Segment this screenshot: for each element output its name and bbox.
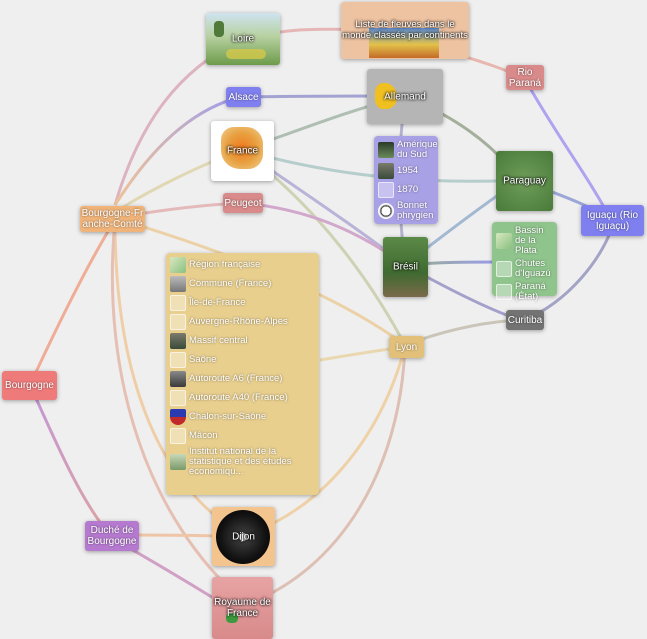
building-thumbnail [170, 454, 186, 470]
item-label: Auvergne-Rhône-Alpes [189, 316, 288, 327]
landscape-thumbnail [378, 142, 394, 158]
map-thumbnail [170, 257, 186, 273]
node-curitiba[interactable]: Curitiba [506, 310, 544, 330]
placeholder-image-icon [170, 390, 186, 406]
edge [113, 219, 243, 537]
france-group-item[interactable]: Chalon-sur-Saône [170, 409, 315, 425]
france-group-item[interactable]: Île-de-France [170, 295, 315, 311]
france-group-item[interactable]: Massif central [170, 333, 315, 349]
iguazu-group-item[interactable]: Paraná (État) [496, 282, 553, 302]
node-bourgogne-franche-comte[interactable]: Bourgogne-Franche-Comté [80, 206, 145, 232]
placeholder-image-icon [496, 284, 512, 300]
item-label: Paraná (État) [515, 281, 546, 302]
map-thumbnail [226, 613, 238, 623]
bresil-group-item[interactable]: Amérique du Sud [378, 139, 438, 160]
edge [28, 219, 117, 386]
item-label: 1870 [397, 184, 419, 195]
france-group-item[interactable]: Région française [170, 257, 315, 273]
node-royaume-de-france[interactable]: Royaume de France [212, 577, 273, 639]
placeholder-image-icon [496, 261, 512, 277]
flower-field [226, 49, 266, 59]
node-peugeot[interactable]: Peugeot [223, 193, 263, 213]
node-dijon[interactable]: Dijon [212, 507, 275, 566]
iguazu-group-item[interactable]: Bassin de la Plata [496, 226, 553, 256]
edge [110, 219, 243, 602]
node-bresil[interactable]: Brésil [383, 237, 428, 297]
vinyl-record-icon [216, 510, 270, 564]
item-label: Chalon-sur-Saône [189, 411, 267, 422]
item-label: Commune (France) [189, 278, 272, 289]
item-label: Saône [189, 354, 217, 365]
item-label: Île-de-France [189, 297, 246, 308]
map-thumbnail [375, 83, 397, 109]
node-france[interactable]: France [211, 121, 274, 181]
placeholder-image-icon [170, 295, 186, 311]
placeholder-image-icon [170, 428, 186, 444]
photo-thumbnail [378, 163, 394, 179]
node-bourgogne[interactable]: Bourgogne [2, 371, 57, 400]
map-thumbnail [496, 233, 512, 249]
item-label: Autoroute A6 (France) [189, 373, 283, 384]
node-duche-de-bourgogne[interactable]: Duché de Bourgogne [85, 521, 139, 551]
item-label: Chutes d'Iguazú [515, 258, 551, 279]
node-alsace[interactable]: Alsace [226, 87, 261, 107]
item-label: 1954 [397, 165, 419, 176]
coat-of-arms-icon [170, 409, 186, 425]
france-group-item[interactable]: Auvergne-Rhône-Alpes [170, 314, 315, 330]
placeholder-image-icon [378, 182, 394, 198]
france-group-item[interactable]: Autoroute A6 (France) [170, 371, 315, 387]
bresil-group-item[interactable]: Bonnet phrygien [378, 201, 434, 221]
tree-shape [214, 21, 224, 37]
france-group-item[interactable]: Institut national de la statistique et d… [170, 447, 315, 477]
landscape-thumbnail [369, 28, 439, 58]
soccer-ball-icon [378, 203, 394, 219]
node-rio-parana[interactable]: Rio Paraná [506, 65, 544, 90]
node-iguacu[interactable]: Iguaçu (Rio Iguaçu) [581, 205, 644, 236]
bresil-group-item[interactable]: 1870 [378, 182, 434, 198]
placeholder-image-icon [170, 314, 186, 330]
edge [244, 346, 407, 607]
node-allemand[interactable]: Allemand [367, 69, 443, 124]
house-icon [170, 276, 186, 292]
placeholder-image-icon [170, 352, 186, 368]
node-lyon[interactable]: Lyon [389, 336, 424, 358]
item-label: Mâcon [189, 430, 218, 441]
photo-thumbnail [170, 333, 186, 349]
item-label: Institut national de la statistique et d… [189, 446, 292, 477]
item-label: Bonnet phrygien [397, 200, 434, 221]
edge [28, 384, 112, 536]
bresil-group-item[interactable]: 1954 [378, 163, 434, 179]
iguazu-group-item[interactable]: Chutes d'Iguazú [496, 259, 553, 279]
item-label: Autoroute A40 (France) [189, 392, 288, 403]
item-label: Amérique du Sud [397, 139, 438, 160]
france-group-item[interactable]: Autoroute A40 (France) [170, 390, 315, 406]
map-thumbnail [221, 127, 263, 169]
item-label: Bassin de la Plata [515, 225, 544, 256]
node-paraguay[interactable]: Paraguay [496, 151, 553, 211]
france-group-item[interactable]: Commune (France) [170, 276, 315, 292]
item-label: Massif central [189, 335, 248, 346]
france-group-item[interactable]: Saône [170, 352, 315, 368]
node-fleuves[interactable]: Liste de fleuves dans le monde classés p… [341, 2, 469, 59]
item-label: Région française [189, 259, 261, 270]
edge [113, 95, 241, 206]
france-group-item[interactable]: Mâcon [170, 428, 315, 444]
node-loire[interactable]: Loire [206, 13, 280, 65]
road-thumbnail [170, 371, 186, 387]
edge [528, 87, 612, 219]
